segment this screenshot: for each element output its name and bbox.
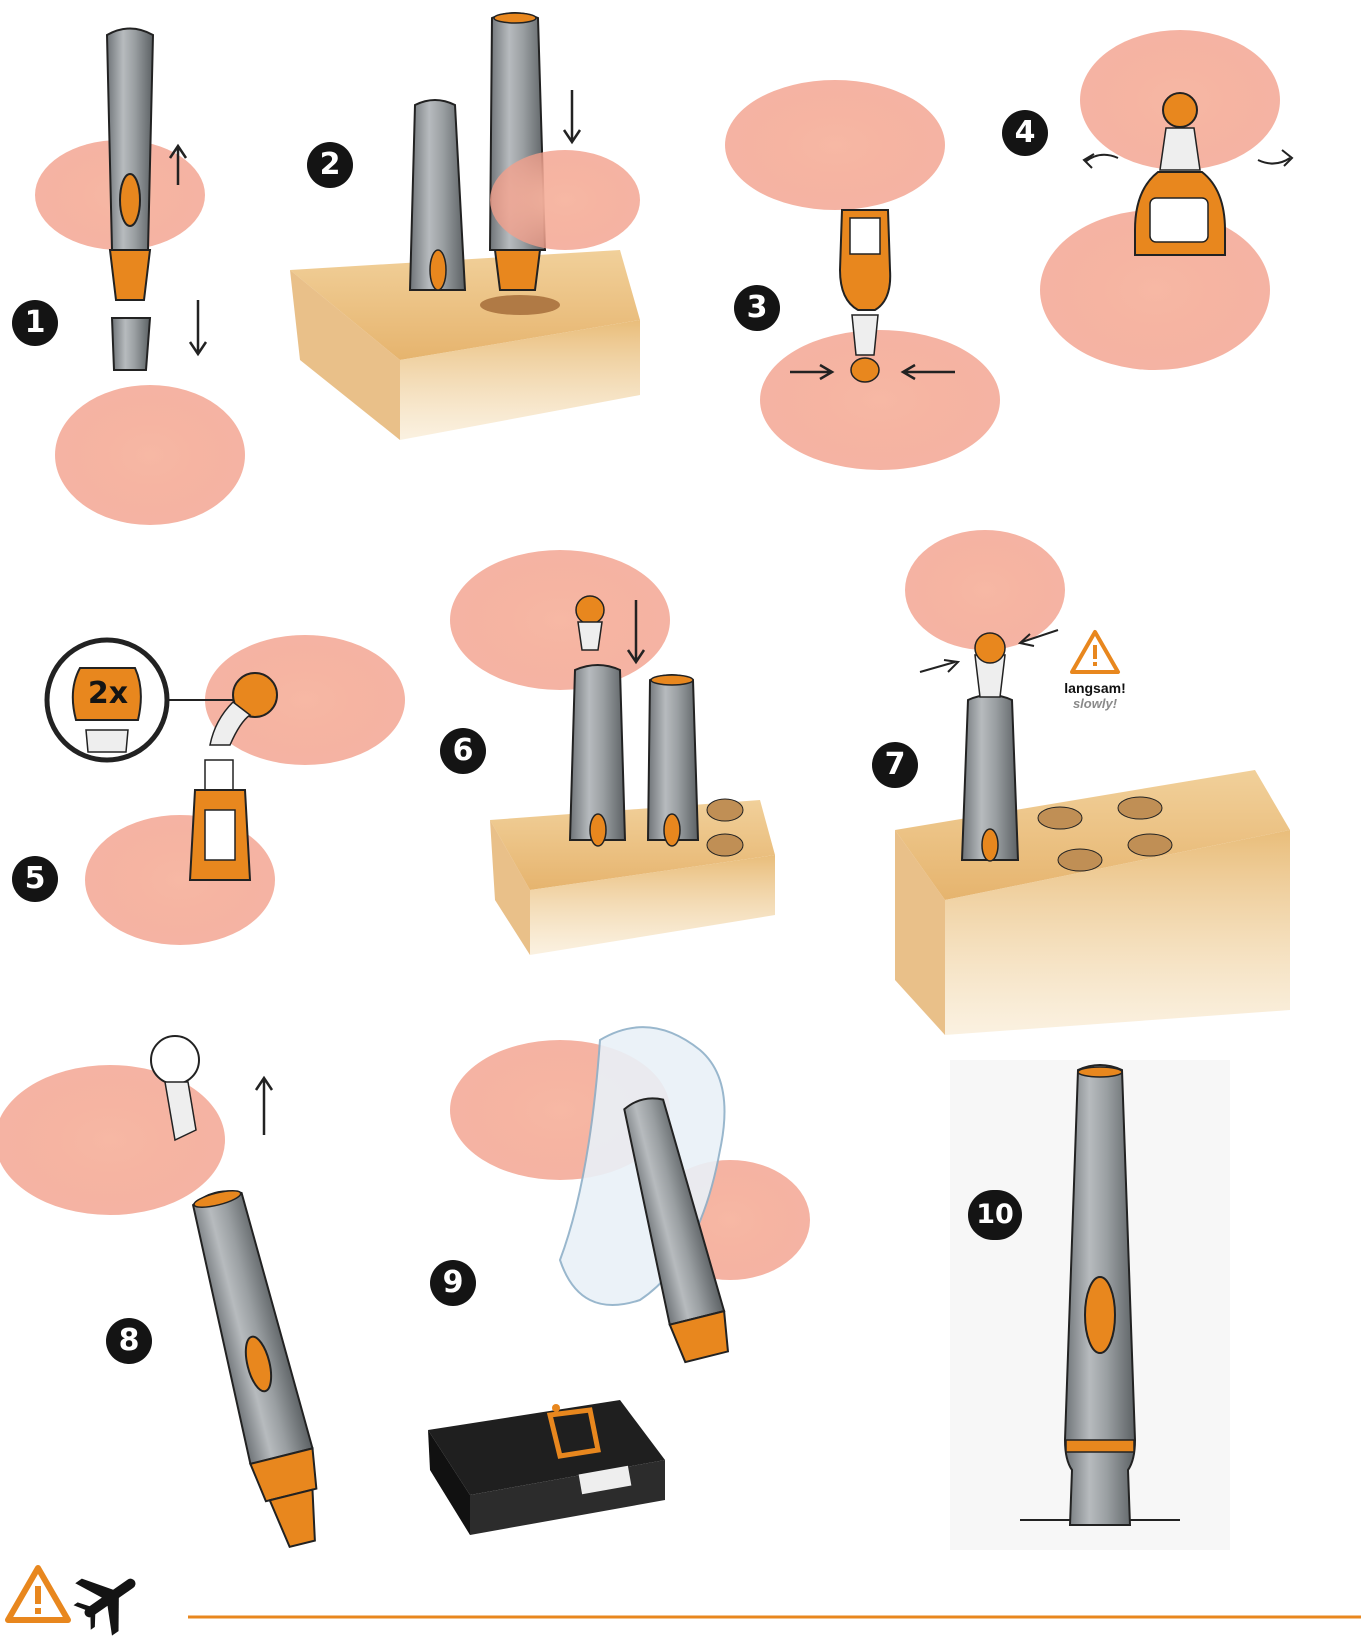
step-number-1: 1 — [12, 300, 58, 346]
airplane-icon — [64, 1555, 153, 1644]
step-8-illustration — [0, 1036, 334, 1551]
step-number-4: 4 — [1002, 110, 1048, 156]
cleaning-box — [428, 1400, 665, 1535]
step-number-6: 6 — [440, 728, 486, 774]
step-number-2: 2 — [307, 142, 353, 188]
footer — [8, 1555, 1361, 1644]
step-number-8: 8 — [106, 1318, 152, 1364]
step-10-illustration — [950, 1060, 1230, 1550]
step-6-illustration — [450, 550, 775, 955]
step-9-illustration — [428, 1027, 810, 1535]
slow-warning-text: langsam! slowly! — [1055, 680, 1135, 711]
step-number-9: 9 — [430, 1260, 476, 1306]
step-1-illustration — [35, 29, 245, 526]
warning-triangle-icon — [1072, 632, 1118, 672]
step-number-3: 3 — [734, 285, 780, 331]
slow-warning-english: slowly! — [1055, 696, 1135, 711]
slow-warning-german: langsam! — [1055, 680, 1135, 696]
footer-warning-icon — [8, 1568, 68, 1620]
step-4-illustration — [1040, 30, 1292, 370]
step-7-illustration — [895, 530, 1290, 1035]
step-number-10: 10 — [968, 1190, 1022, 1240]
step-number-7: 7 — [872, 742, 918, 788]
step-number-5: 5 — [12, 856, 58, 902]
step-3-illustration — [725, 80, 1000, 470]
step-5-badge-text: 2x — [78, 676, 138, 711]
step-2-illustration — [290, 13, 640, 440]
